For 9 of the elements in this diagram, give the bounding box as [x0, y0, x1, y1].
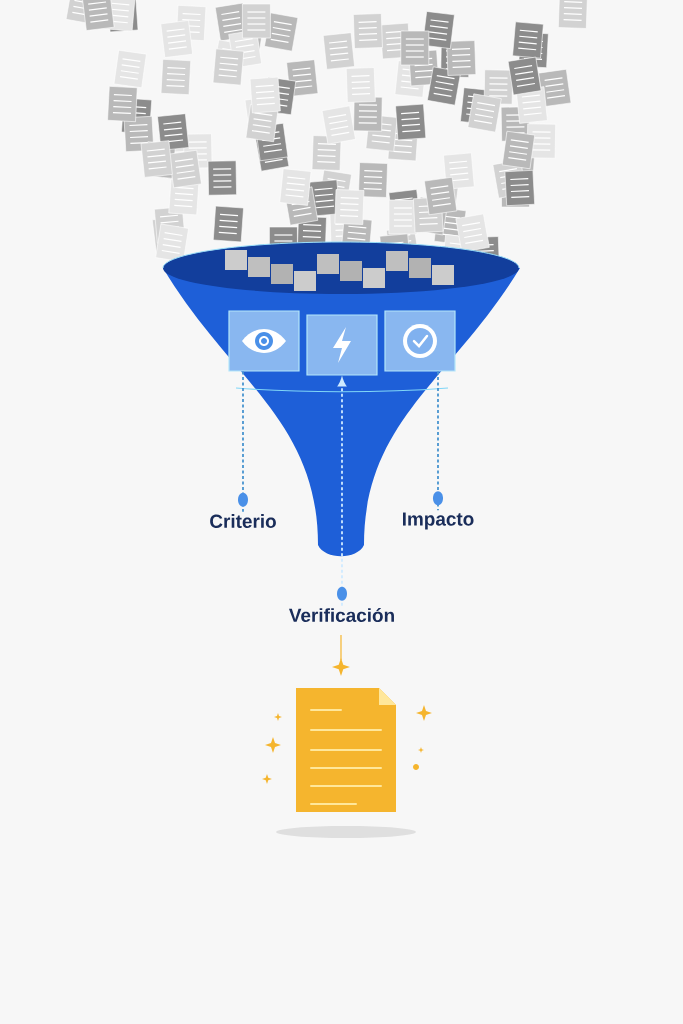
golden-document-icon: [296, 688, 396, 812]
eye-icon: [228, 310, 300, 372]
label-text: Criterio: [210, 514, 276, 528]
label-text: Impacto: [403, 512, 474, 530]
dashed-connector: [337, 377, 347, 607]
dashed-connector: [242, 370, 244, 513]
badge-check-icon: [384, 310, 456, 372]
lightning-icon: [306, 314, 378, 376]
label-text: Verificación: [289, 608, 394, 623]
